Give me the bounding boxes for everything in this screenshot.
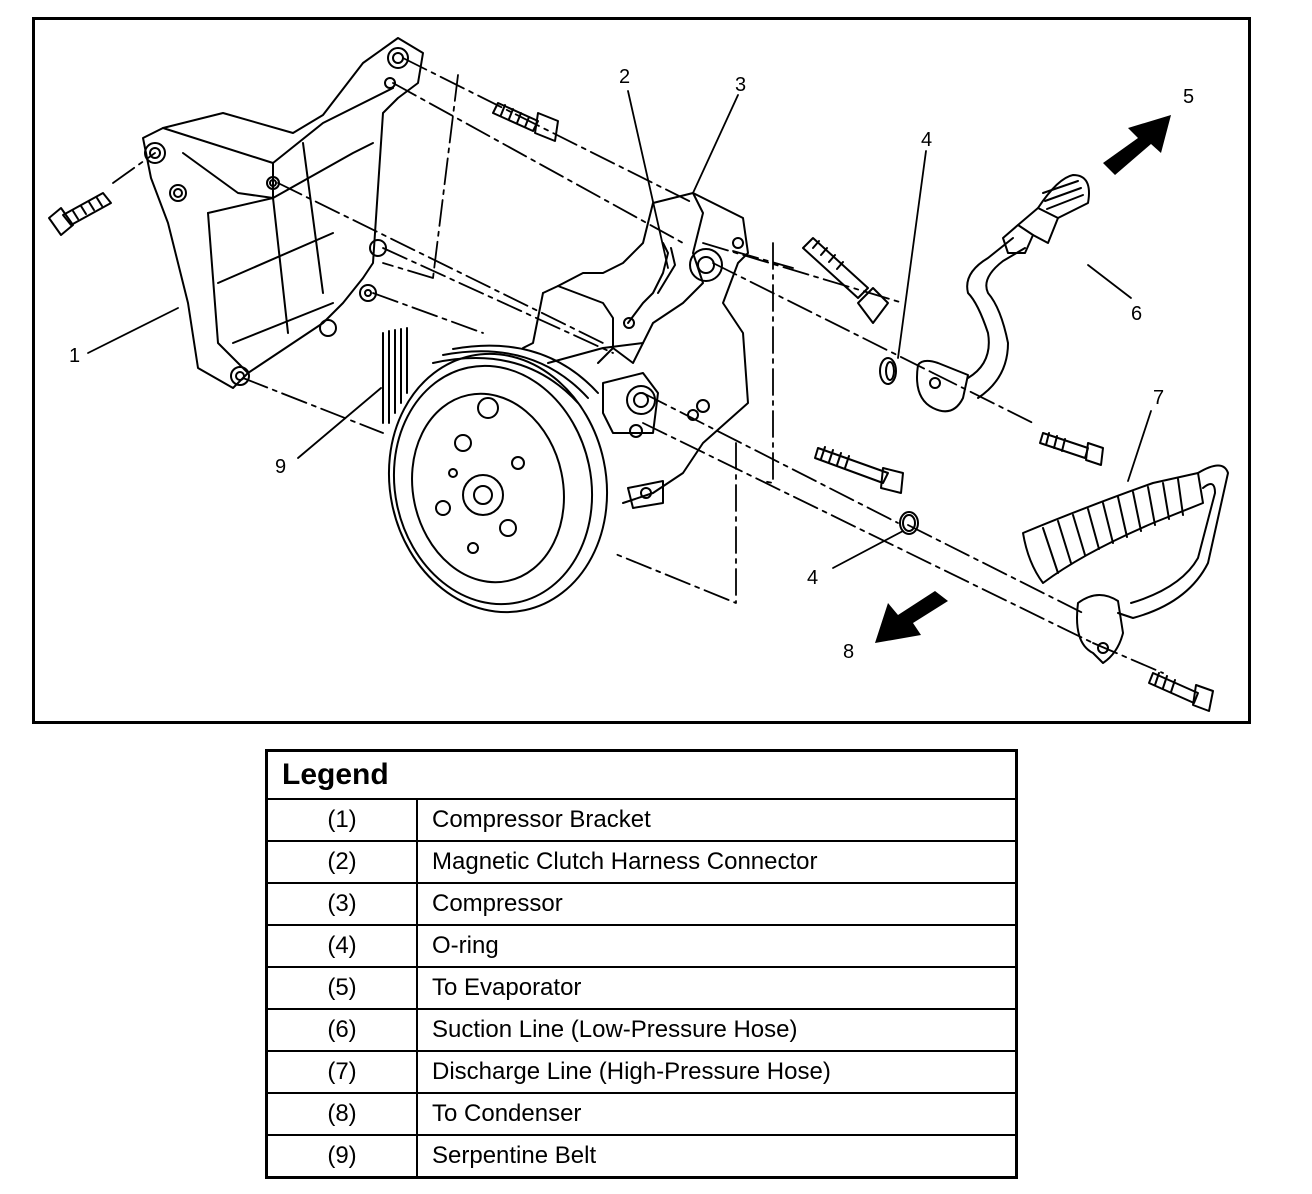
legend-table: Legend (1)Compressor Bracket (2)Magnetic…	[265, 749, 1018, 1179]
callout-2: 2	[619, 66, 631, 88]
bolt	[492, 102, 559, 142]
legend-row: (1)Compressor Bracket	[265, 798, 1018, 842]
bolt	[1039, 432, 1104, 466]
leader-lines	[87, 90, 1152, 569]
legend-description: Magnetic Clutch Harness Connector	[416, 840, 1018, 884]
arrow-to-condenser-icon	[875, 591, 948, 643]
callout-1: 1	[69, 345, 81, 367]
legend-row: (4)O-ring	[265, 924, 1018, 968]
callout-6: 6	[1131, 303, 1143, 325]
discharge-line	[1022, 464, 1229, 664]
legend-description: Serpentine Belt	[416, 1134, 1018, 1179]
legend-number: (8)	[265, 1092, 418, 1136]
arrow-to-evaporator-icon	[1103, 115, 1171, 175]
callout-4-lower: 4	[807, 567, 819, 589]
harness-connector	[547, 242, 676, 364]
compressor-bracket	[142, 37, 424, 389]
callout-7: 7	[1153, 387, 1165, 409]
alignment-lines	[112, 57, 1164, 674]
serpentine-belt	[382, 327, 408, 424]
legend-number: (2)	[265, 840, 418, 884]
legend-row: (7)Discharge Line (High-Pressure Hose)	[265, 1050, 1018, 1094]
legend-number: (3)	[265, 882, 418, 926]
legend-number: (1)	[265, 798, 418, 842]
o-ring	[899, 511, 919, 535]
legend-number: (5)	[265, 966, 418, 1010]
bolt	[802, 237, 889, 324]
legend-number: (4)	[265, 924, 418, 968]
legend-description: Compressor Bracket	[416, 798, 1018, 842]
legend-row: (9)Serpentine Belt	[265, 1134, 1018, 1179]
o-ring	[879, 357, 897, 385]
legend-description: Compressor	[416, 882, 1018, 926]
callout-4-upper: 4	[921, 129, 933, 151]
callout-3: 3	[735, 74, 747, 96]
bolt	[48, 192, 112, 236]
legend-row: (2)Magnetic Clutch Harness Connector	[265, 840, 1018, 884]
legend-description: To Evaporator	[416, 966, 1018, 1010]
exploded-view-figure: 1 2 3 4 5 6 7 4 8 9	[32, 17, 1251, 724]
legend-description: To Condenser	[416, 1092, 1018, 1136]
legend-row: (8)To Condenser	[265, 1092, 1018, 1136]
callout-5: 5	[1183, 86, 1195, 108]
legend-row: (6)Suction Line (Low-Pressure Hose)	[265, 1008, 1018, 1052]
legend-row: (5)To Evaporator	[265, 966, 1018, 1010]
bolt	[814, 446, 904, 494]
legend-description: Suction Line (Low-Pressure Hose)	[416, 1008, 1018, 1052]
diagram-artwork	[48, 37, 1229, 712]
callout-8: 8	[843, 641, 855, 663]
legend-number: (9)	[265, 1134, 418, 1179]
legend-row: (3)Compressor	[265, 882, 1018, 926]
bolt	[1148, 672, 1214, 712]
compressor	[387, 192, 749, 614]
legend-number: (7)	[265, 1050, 418, 1094]
legend-number: (6)	[265, 1008, 418, 1052]
suction-line	[916, 174, 1090, 413]
legend-title: Legend	[265, 749, 1018, 800]
legend-description: O-ring	[416, 924, 1018, 968]
callout-9: 9	[275, 456, 287, 478]
legend-description: Discharge Line (High-Pressure Hose)	[416, 1050, 1018, 1094]
